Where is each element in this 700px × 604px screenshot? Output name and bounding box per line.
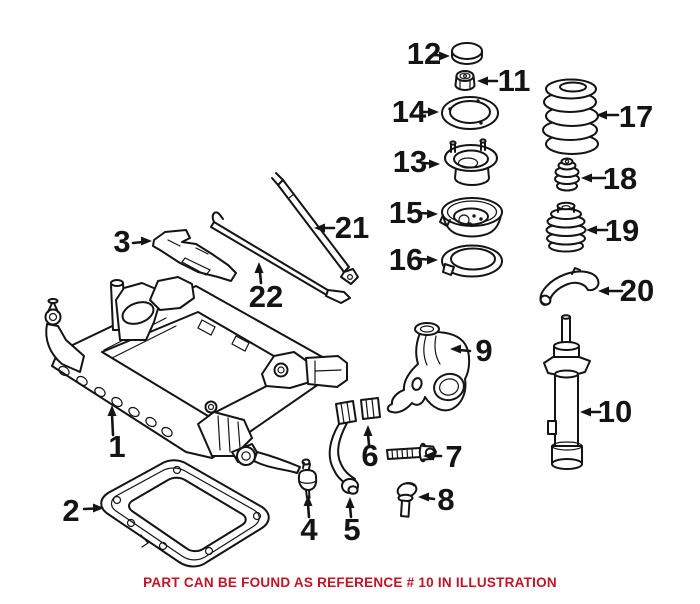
part-subframe-drawing (44, 276, 348, 463)
reference-note: PART CAN BE FOUND AS REFERENCE # 10 IN I… (143, 575, 557, 590)
callout-20: 20 (598, 273, 654, 308)
callout-4-label: 4 (300, 512, 318, 547)
part-sway-bar-link-drawing (328, 400, 359, 495)
callout-6-label: 6 (361, 438, 378, 473)
callout-21-label: 21 (335, 210, 369, 245)
callout-17-label: 17 (619, 99, 653, 134)
callout-2: 2 (62, 493, 104, 528)
callout-1-label: 1 (108, 429, 125, 464)
callout-22-label: 22 (249, 279, 283, 314)
callout-5-label: 5 (343, 512, 360, 547)
callout-2-label: 2 (62, 493, 79, 528)
callout-15: 15 (389, 195, 438, 230)
callout-12-label: 12 (407, 36, 441, 71)
callout-5: 5 (343, 497, 361, 547)
callout-7: 7 (423, 439, 463, 474)
callout-19: 19 (586, 213, 639, 248)
callout-8-label: 8 (437, 482, 454, 517)
callout-3-label: 3 (113, 224, 130, 259)
callout-9-label: 9 (475, 333, 492, 368)
callout-11: 11 (477, 63, 530, 98)
callout-15-label: 15 (389, 195, 423, 230)
callout-3: 3 (113, 224, 152, 259)
callout-13-label: 13 (393, 144, 427, 179)
callout-9: 9 (450, 333, 493, 368)
part-cap-drawing (451, 42, 483, 65)
part-lock-nut-drawing (454, 70, 476, 91)
part-spring-pad-ring-drawing (441, 244, 503, 278)
callout-10: 10 (580, 394, 632, 429)
callout-14-label: 14 (392, 94, 427, 129)
part-steering-knuckle-drawing (386, 322, 471, 414)
part-coil-spring-drawing (542, 78, 599, 155)
callout-18-label: 18 (603, 161, 637, 196)
part-spring-seat-drawing (439, 197, 503, 238)
part-control-arm-drawing (236, 446, 318, 499)
part-screw-drawing (396, 481, 418, 518)
part-strut-drawing (543, 314, 591, 470)
part-bolt-drawing (386, 442, 437, 463)
part-gasket-ring-drawing (441, 96, 499, 130)
callout-14: 14 (392, 94, 439, 129)
callout-11-label: 11 (498, 63, 531, 98)
callout-10-label: 10 (598, 394, 632, 429)
callout-16: 16 (389, 242, 438, 277)
part-bump-stop-drawing (554, 157, 580, 192)
callout-18: 18 (581, 161, 637, 196)
callout-1: 1 (107, 405, 126, 464)
part-strut-mount-drawing (444, 138, 498, 186)
part-dust-boot-drawing (545, 201, 587, 253)
part-brace-drawing (210, 211, 351, 304)
callout-4: 4 (300, 495, 318, 547)
callouts: 1 2 3 4 5 6 7 8 (62, 36, 654, 547)
part-bushing-drawing (360, 397, 381, 420)
part-lower-spring-pad-drawing (539, 267, 600, 306)
part-bracket-drawing (152, 229, 237, 282)
part-tension-rod-drawing (271, 172, 359, 285)
callout-20-label: 20 (620, 273, 654, 308)
callout-8: 8 (418, 482, 455, 517)
callout-7-label: 7 (445, 439, 462, 474)
callout-19-label: 19 (605, 213, 639, 248)
callout-6: 6 (361, 425, 379, 473)
callout-22: 22 (249, 262, 283, 314)
callout-17: 17 (596, 99, 653, 134)
callout-21: 21 (314, 210, 369, 245)
part-reinforcement-plate-drawing (100, 459, 270, 568)
callout-13: 13 (393, 144, 440, 179)
callout-12: 12 (407, 36, 450, 71)
callout-16-label: 16 (389, 242, 423, 277)
